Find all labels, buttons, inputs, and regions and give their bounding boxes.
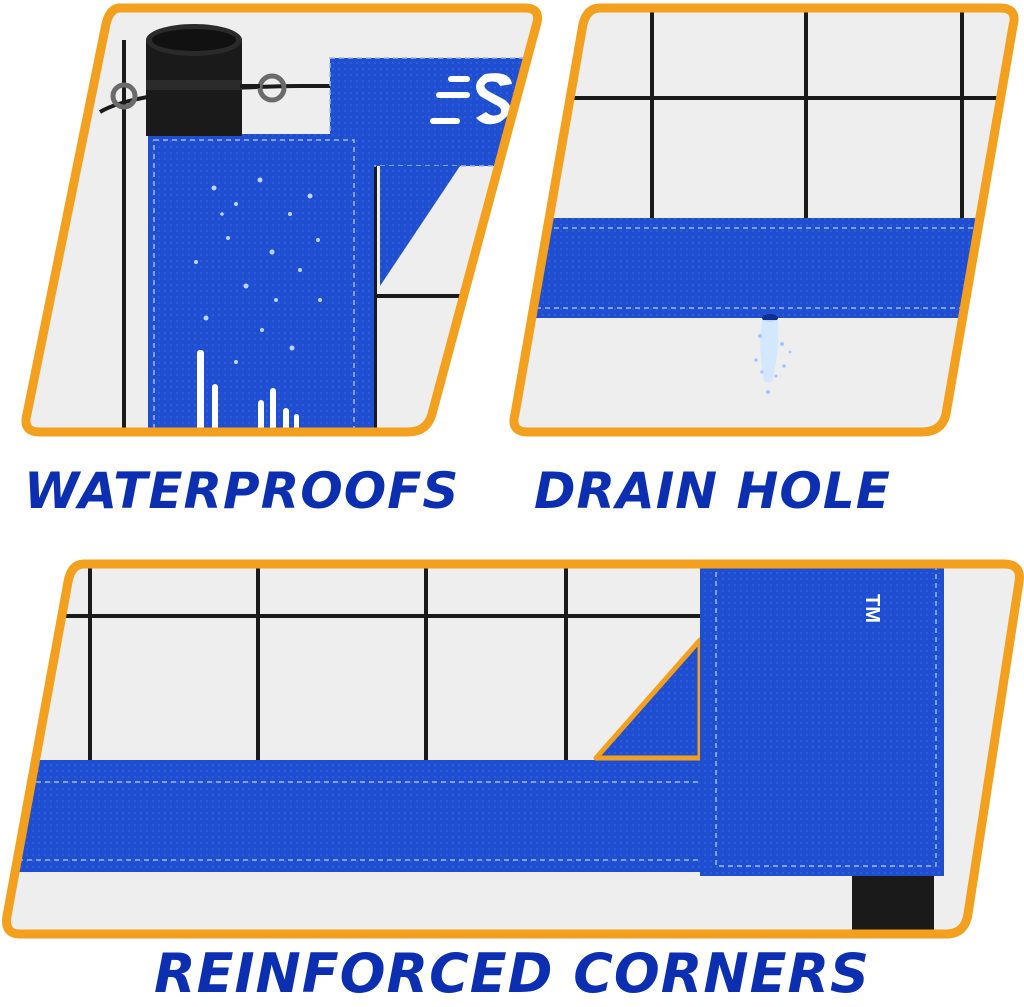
caption-drain-hole: DRAIN HOLE: [534, 462, 891, 520]
reinforced-corner-triangle-icon: [380, 166, 460, 286]
water-droplets-icon: [194, 177, 322, 364]
mesh-grid-icon: [513, 8, 1015, 220]
pole-icon: [852, 876, 934, 934]
caption-waterproofs: WATERPROOFS: [24, 462, 460, 520]
waterproof-panel: [21, 3, 543, 437]
snap-hook-icon: [110, 73, 287, 110]
mesh-grid-icon: [40, 564, 720, 762]
drain-water-droplets-icon: [754, 314, 792, 394]
pole-icon: [146, 24, 242, 136]
caption-reinforced-corners: REINFORCED CORNERS: [154, 942, 870, 1005]
reinforced-corners-panel: TM: [2, 559, 1024, 939]
trademark-mark: TM: [861, 594, 883, 623]
drain-hole-panel: [509, 3, 1019, 437]
